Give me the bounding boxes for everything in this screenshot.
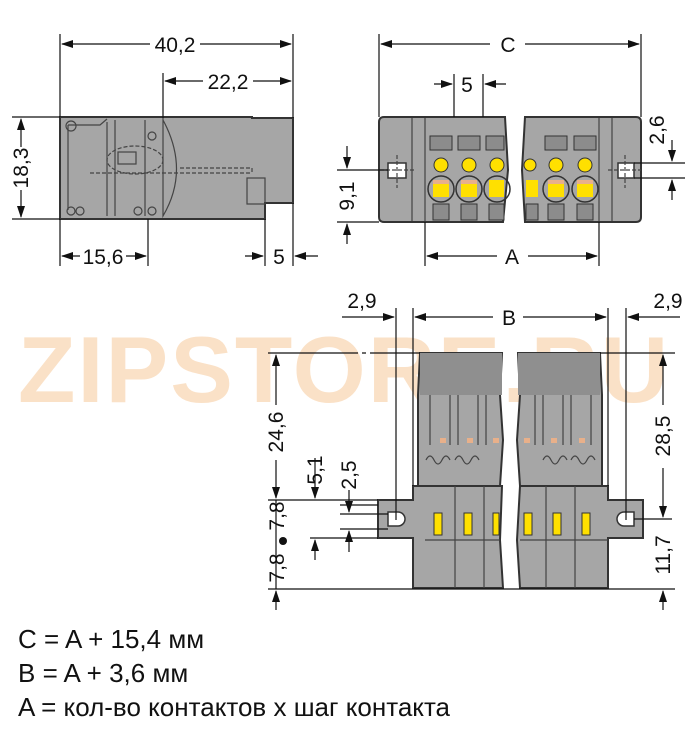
side-view: 40,2 22,2 18,3 15,6 5 <box>10 34 318 269</box>
dim-11-7: 11,7 <box>652 535 675 574</box>
dim-28-5: 28,5 <box>652 416 675 457</box>
actuator-slots <box>433 512 591 536</box>
dim-22-2: 22,2 <box>208 71 249 94</box>
formula-a: A = кол-во контактов x шаг контакта <box>18 692 451 722</box>
dim-24-6: 24,6 <box>265 412 288 453</box>
front-view: C 5 9,1 2,6 A <box>336 34 685 269</box>
dim-2-9-left: 2,9 <box>347 290 376 313</box>
dim-a: A <box>505 246 519 269</box>
dim-5-1: 5,1 <box>304 455 327 484</box>
dim-40-2: 40,2 <box>155 34 196 57</box>
dim-9-1: 9,1 <box>336 181 359 210</box>
formula-c: C = A + 15,4 мм <box>18 624 205 654</box>
dim-2-9-right: 2,9 <box>653 290 682 313</box>
dim-5-pitch: 5 <box>461 74 473 97</box>
dim-18-3: 18,3 <box>10 148 33 189</box>
dim-c: C <box>500 34 515 57</box>
dim-15-6: 15,6 <box>83 246 124 269</box>
dim-7-8-bottom: 7,8 <box>266 553 289 582</box>
formula-b: B = A + 3,6 мм <box>18 658 189 688</box>
terminal-columns <box>427 135 599 221</box>
dim-7-8-top: 7,8 <box>266 501 289 530</box>
bottom-view: 2,9 B 2,9 24,6 28,5 5,1 2,5 7,8 7,8 11,7 <box>265 290 683 610</box>
dim-2-5: 2,5 <box>338 460 361 489</box>
dim-2-6: 2,6 <box>646 115 669 144</box>
dim-5-step: 5 <box>273 246 285 269</box>
dim-b: B <box>502 307 516 330</box>
